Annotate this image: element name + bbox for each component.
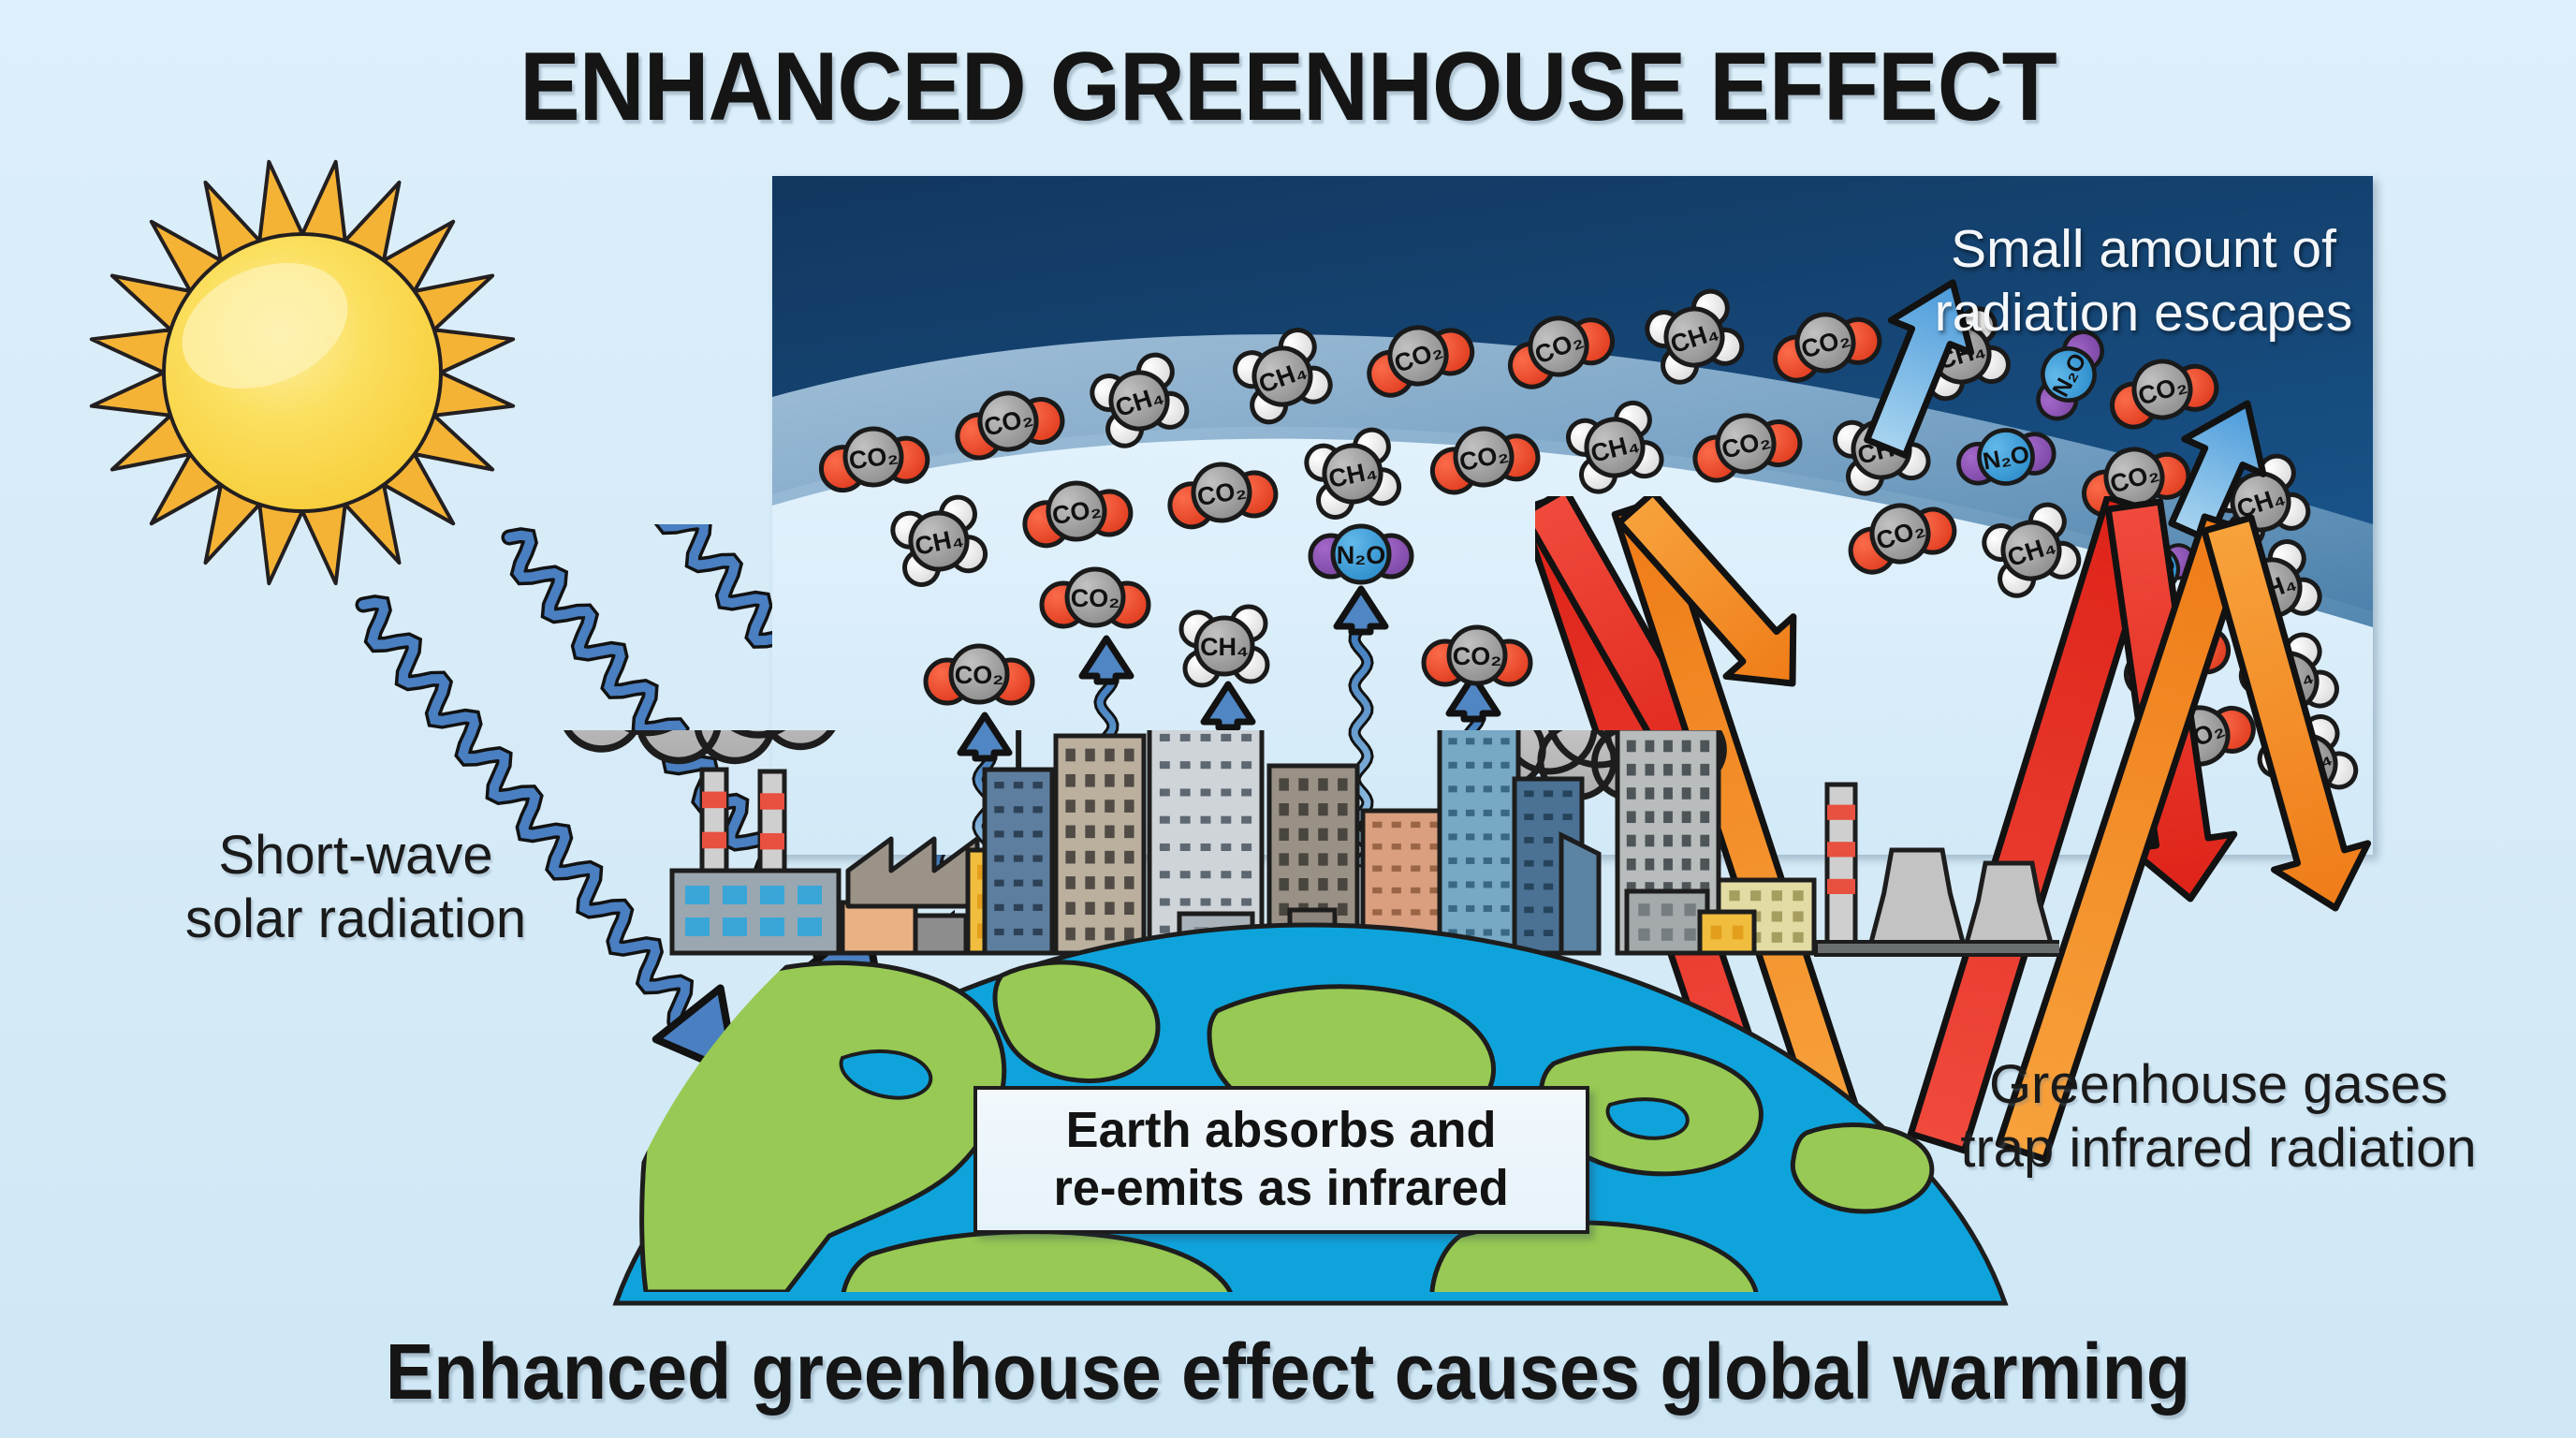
continent <box>1790 1123 1935 1214</box>
page-title: ENHANCED GREENHOUSE EFFECT <box>520 33 2057 141</box>
sun-icon <box>82 150 522 590</box>
molecule-ch4: CH₄ <box>1233 328 1333 425</box>
molecule-co2: CO₂ <box>1429 426 1541 495</box>
factory-smokestack <box>1824 782 1858 956</box>
molecule-ch4: CH₄ <box>1090 352 1190 448</box>
city-building <box>1053 733 1147 956</box>
molecule-co2: CO₂ <box>955 390 1065 461</box>
molecule-co2: CO₂ <box>1167 462 1279 530</box>
svg-text:CO₂: CO₂ <box>1071 584 1120 612</box>
shortwave-radiation-label: Short-wave solar radiation <box>184 825 527 950</box>
svg-text:CO₂: CO₂ <box>955 661 1004 689</box>
molecule-ch4: CH₄ <box>1304 427 1402 520</box>
continent <box>992 960 1161 1083</box>
factory-roof <box>845 836 980 909</box>
escaping-radiation-arrow <box>1864 279 1975 459</box>
lake <box>1605 1097 1690 1140</box>
molecule-ch4: CH₄ <box>890 494 988 587</box>
molecule-co2: CO₂ <box>1022 480 1134 549</box>
svg-text:CO₂: CO₂ <box>847 440 900 475</box>
lake <box>839 1049 933 1100</box>
continent <box>840 1229 1235 1292</box>
earth-globe <box>564 730 2059 1306</box>
cooling-tower <box>1865 847 1969 956</box>
escaping-radiation-label: Small amount of radiation escapes <box>1934 219 2353 344</box>
city-building <box>1624 888 1710 956</box>
city-building <box>1716 877 1817 956</box>
infrared-down-arrow <box>2201 514 2372 912</box>
molecule-ch4: CH₄ <box>1645 288 1745 385</box>
city-building <box>1437 730 1521 956</box>
molecule-co2: CO₂ <box>1507 315 1616 389</box>
bottom-caption: Enhanced greenhouse effect causes global… <box>385 1328 2191 1416</box>
molecule-ch4: CH₄ <box>1982 502 2082 598</box>
molecule-n2o: N₂O <box>2036 330 2104 421</box>
svg-text:N₂O: N₂O <box>1337 541 1386 569</box>
earth-absorbs-text: Earth absorbs and re-emits as infrared <box>1053 1102 1510 1216</box>
molecule-co2: CO₂ <box>1848 503 1957 575</box>
earth-absorbs-callout: Earth absorbs and re-emits as infrared <box>973 1086 1589 1234</box>
city-emission-arrows: CO₂ CO₂ CH₄ N₂O CO₂ <box>923 523 1533 880</box>
city-building <box>1697 909 1757 956</box>
greenhouse-gases-label: Greenhouse gases trap infrared radiation <box>1960 1054 2477 1180</box>
molecule-n2o: N₂O <box>1308 523 1414 585</box>
molecule-ch4: CH₄ <box>1178 604 1270 688</box>
infrared-down-arrow <box>1616 496 1797 687</box>
svg-text:CH₄: CH₄ <box>1200 633 1249 661</box>
svg-text:CO₂: CO₂ <box>1453 642 1502 670</box>
molecule-co2: CO₂ <box>818 426 930 493</box>
molecule-co2: CO₂ <box>1367 325 1475 398</box>
molecule-co2: CO₂ <box>1692 413 1803 483</box>
molecule-ch4: CH₄ <box>1565 400 1664 494</box>
city-building <box>982 730 1055 956</box>
molecule-co2: CO₂ <box>2110 359 2219 430</box>
factory-smoke-cloud <box>564 730 836 765</box>
cooling-tower <box>1960 860 2057 956</box>
molecule-co2: CO₂ <box>1039 566 1151 629</box>
molecule-co2: CO₂ <box>1773 312 1882 383</box>
molecule-co2: CO₂ <box>1421 624 1533 687</box>
molecule-n2o: N₂O <box>1956 428 2056 486</box>
molecule-co2: CO₂ <box>923 643 1035 706</box>
